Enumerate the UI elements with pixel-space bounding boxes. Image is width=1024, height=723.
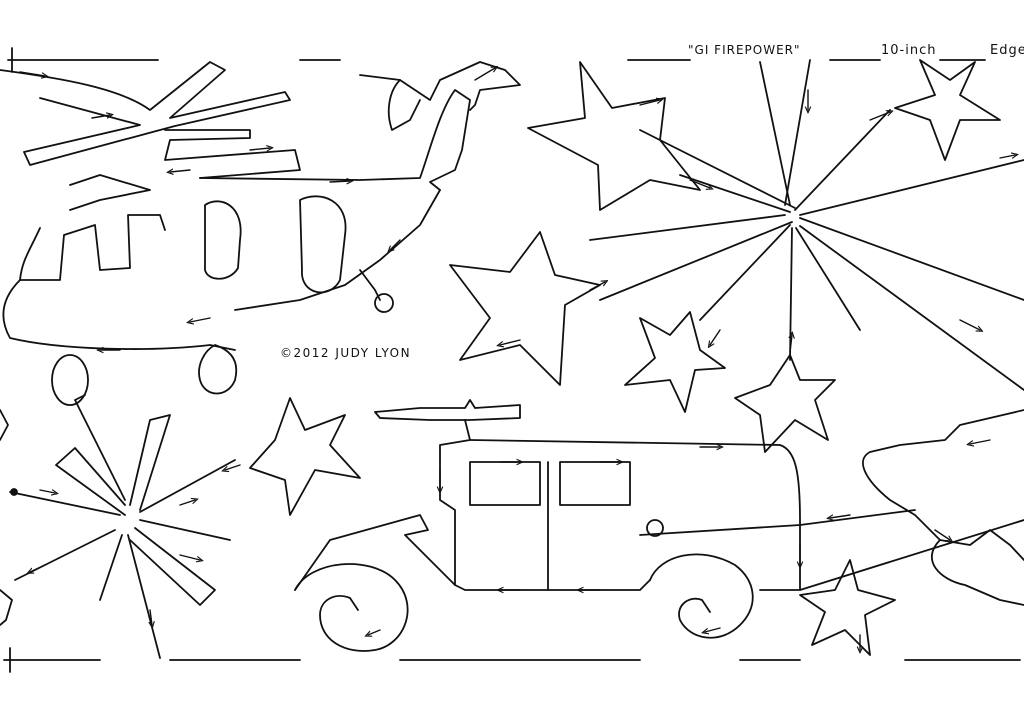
star-top-center bbox=[527, 61, 701, 211]
direction-arrows bbox=[19, 68, 1015, 650]
helicopter-shape bbox=[0, 61, 521, 406]
firework-burst-upper bbox=[589, 59, 1024, 391]
star-top-right bbox=[894, 59, 1001, 161]
firework-burst-lower bbox=[9, 394, 236, 659]
pattern-title: "GI FIREPOWER" bbox=[688, 43, 801, 57]
pattern-size: 10-inch bbox=[881, 43, 937, 58]
star-middle-small bbox=[624, 311, 726, 413]
copyright-notice: ©2012 JUDY LYON bbox=[280, 346, 412, 360]
star-bottom-right bbox=[799, 559, 896, 656]
tank-vehicle-shape bbox=[862, 409, 1024, 606]
star-middle-left bbox=[449, 231, 601, 386]
left-edge-fragments bbox=[0, 409, 18, 626]
bottom-border-line bbox=[3, 647, 1021, 673]
pattern-type: Edge bbox=[990, 43, 1024, 58]
star-lower-center bbox=[249, 397, 361, 516]
humvee-vehicle-shape bbox=[294, 399, 1024, 652]
star-middle-right bbox=[734, 354, 836, 453]
top-border-line bbox=[7, 47, 986, 73]
